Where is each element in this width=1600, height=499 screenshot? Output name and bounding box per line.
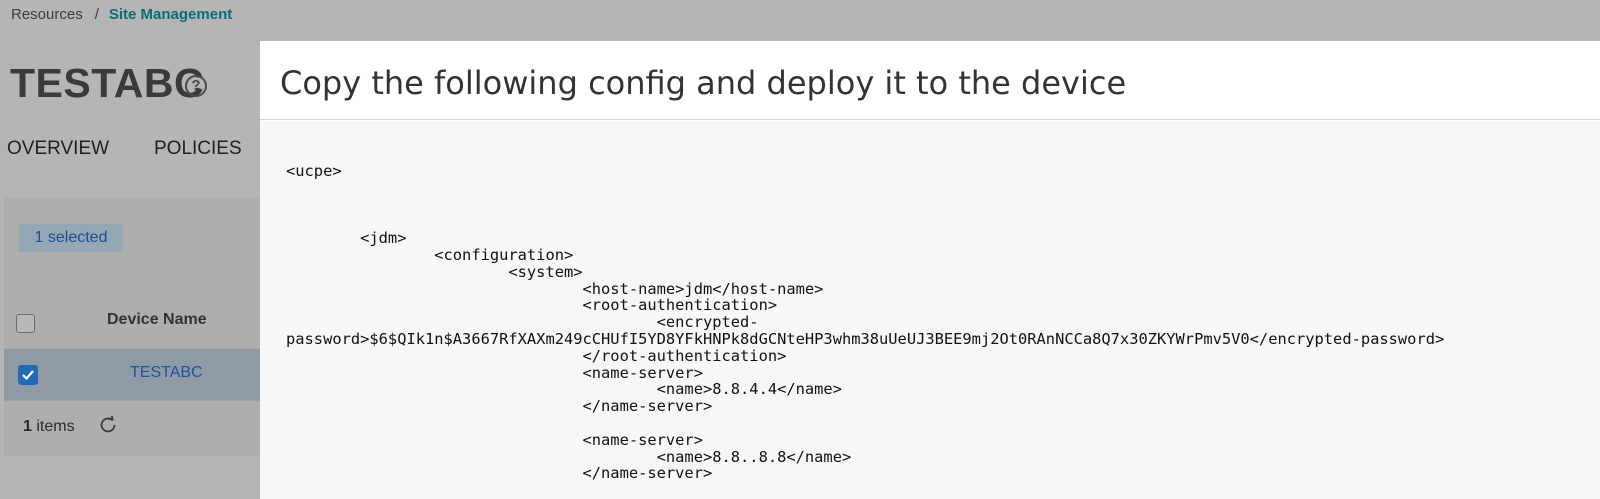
breadcrumb-current: Site Management: [108, 6, 233, 23]
breadcrumb-resources-link[interactable]: Resources: [11, 6, 83, 23]
table-row[interactable]: TESTABC: [4, 348, 260, 400]
tab-policies[interactable]: POLICIES: [154, 138, 242, 159]
page-title: TESTABC: [10, 60, 205, 106]
modal-header: Copy the following config and deploy it …: [260, 41, 1600, 120]
config-modal: Copy the following config and deploy it …: [260, 41, 1600, 499]
device-list-panel: 1 selected Device Name TESTABC 1 items: [4, 198, 260, 456]
selected-count-badge: 1 selected: [19, 224, 123, 252]
checkmark-icon: [22, 370, 34, 381]
modal-body[interactable]: <ucpe> <jdm> <configuration> <system> <h…: [260, 121, 1600, 499]
config-code-block[interactable]: <ucpe> <jdm> <configuration> <system> <h…: [286, 162, 1445, 483]
items-count-number: 1: [23, 418, 32, 435]
table-header-row: Device Name: [4, 298, 260, 348]
help-icon[interactable]: ?: [185, 75, 207, 97]
row-checkbox[interactable]: [18, 365, 38, 385]
refresh-icon[interactable]: [98, 415, 118, 440]
column-header-device-name[interactable]: Device Name: [107, 311, 207, 328]
items-count: 1 items: [23, 418, 75, 436]
tab-overview[interactable]: OVERVIEW: [7, 138, 110, 159]
modal-title: Copy the following config and deploy it …: [280, 64, 1127, 102]
table-footer: 1 items: [4, 400, 260, 452]
breadcrumb-separator: /: [94, 6, 99, 23]
items-count-label: items: [31, 418, 75, 435]
device-name-link[interactable]: TESTABC: [130, 364, 203, 381]
breadcrumb: Resources / Site Management: [11, 6, 232, 23]
select-all-checkbox[interactable]: [16, 314, 35, 333]
